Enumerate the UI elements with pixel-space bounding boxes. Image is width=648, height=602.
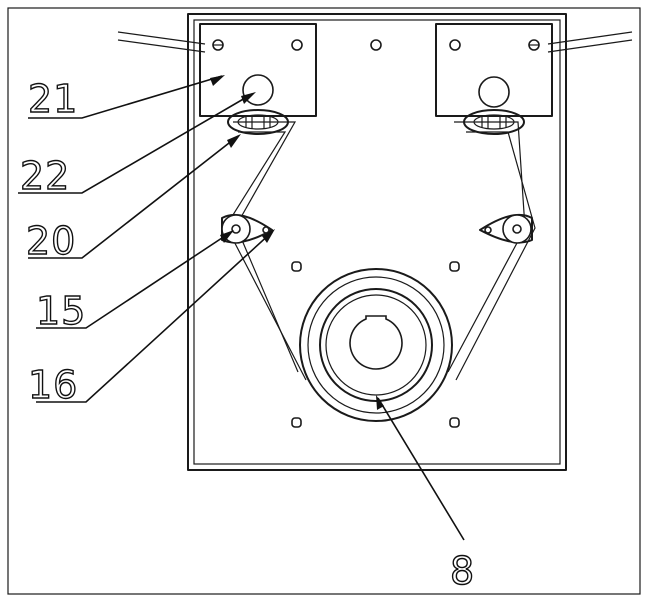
label-15: 15 <box>36 289 86 333</box>
left-upper-pulley <box>227 109 289 135</box>
right-bracket <box>435 23 553 135</box>
label-20: 20 <box>26 219 76 263</box>
label-22: 22 <box>20 154 70 198</box>
cable-left <box>117 31 206 53</box>
keyed-bore <box>349 315 403 370</box>
label-16: 16 <box>28 363 78 407</box>
mounting-holes <box>291 39 460 428</box>
label-21: 21 <box>28 77 78 121</box>
drawing-border <box>7 7 641 595</box>
cable-right <box>547 31 633 53</box>
left-bracket <box>199 23 317 135</box>
right-upper-pulley <box>463 109 525 135</box>
base-plate <box>187 13 567 471</box>
belt <box>225 121 536 381</box>
leader-lines <box>18 75 465 541</box>
right-idler <box>479 214 533 244</box>
main-pulley <box>299 268 453 422</box>
right-shaft-hole <box>478 76 510 108</box>
label-8: 8 <box>450 549 475 593</box>
